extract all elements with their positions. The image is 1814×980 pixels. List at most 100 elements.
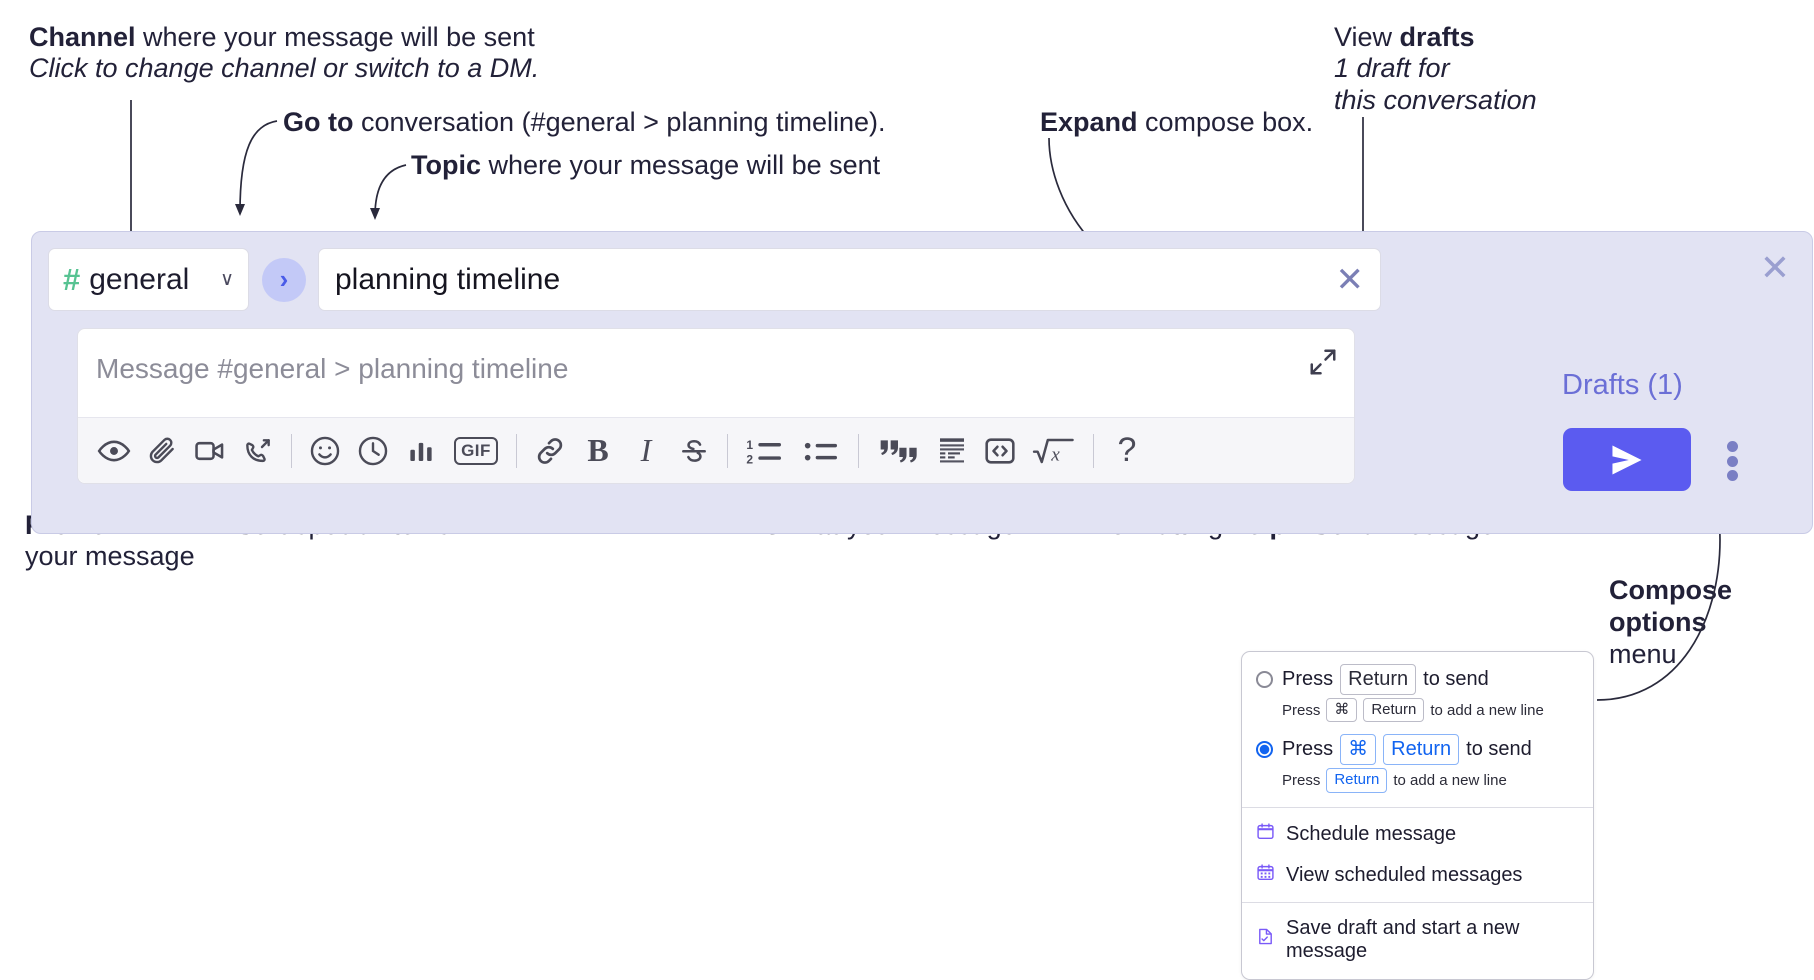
help-label: ? xyxy=(1117,431,1137,469)
annotation-channel-italic: Click to change channel or switch to a D… xyxy=(29,53,540,84)
annotation-compose-options: Compose options menu xyxy=(1609,575,1732,671)
message-composer: ✕ # general ∨ › planning timeline ✕ Mess… xyxy=(31,231,1813,534)
keycap-return: Return xyxy=(1340,664,1417,695)
radio-unselected-icon[interactable] xyxy=(1256,671,1273,688)
italic-icon[interactable]: I xyxy=(622,427,670,475)
option-return-label: Press Return to send xyxy=(1282,664,1489,695)
annotation-drafts-bold: drafts xyxy=(1399,22,1475,52)
keycap-return: Return xyxy=(1383,734,1460,766)
hash-icon: # xyxy=(63,262,81,297)
toolbar-separator xyxy=(1093,433,1094,468)
toolbar-separator xyxy=(858,433,859,468)
video-icon[interactable] xyxy=(186,427,234,475)
kebab-dot xyxy=(1726,470,1738,481)
code-block-icon[interactable] xyxy=(928,427,976,475)
annotation-channel-bold: Channel xyxy=(29,22,136,52)
annotation-expand: Expand compose box. xyxy=(1040,107,1313,138)
option-cmd-return-sub: Press Return to add a new line xyxy=(1282,768,1579,793)
topic-input[interactable]: planning timeline ✕ xyxy=(318,248,1381,311)
toolbar-separator xyxy=(291,433,292,468)
toolbar-separator xyxy=(516,433,517,468)
expand-compose-icon[interactable] xyxy=(1308,347,1338,377)
annotation-expand-bold: Expand xyxy=(1040,107,1138,137)
ordered-list-icon[interactable]: 1 2 xyxy=(737,427,793,475)
close-icon[interactable]: ✕ xyxy=(1335,260,1365,299)
math-icon[interactable]: x xyxy=(1024,427,1084,475)
goto-conversation-button[interactable]: › xyxy=(262,257,306,302)
strikethrough-icon[interactable] xyxy=(670,427,718,475)
composer-header-row: # general ∨ › planning timeline ✕ xyxy=(48,248,1812,311)
option2-press: Press xyxy=(1282,738,1334,761)
close-composer-button[interactable]: ✕ xyxy=(1759,247,1790,288)
annotation-goto: Go to conversation (#general > planning … xyxy=(283,107,886,138)
gif-label: GIF xyxy=(454,436,498,465)
draft-group: Save draft and start a new message xyxy=(1242,903,1593,979)
annotated-screenshot: Channel where your message will be sent … xyxy=(25,22,1813,980)
preview-icon[interactable] xyxy=(90,427,138,475)
kebab-dot xyxy=(1726,441,1738,452)
send-key-options: Press Return to send Press ⌘ Return to a… xyxy=(1242,652,1593,807)
option-cmd-return-to-send[interactable]: Press ⌘ Return to send xyxy=(1256,734,1579,766)
save-draft-icon xyxy=(1256,927,1275,952)
kebab-dot xyxy=(1726,455,1738,467)
calendar-icon xyxy=(1256,822,1275,847)
annotation-compose-rest: menu xyxy=(1609,638,1677,669)
keycap-return: Return xyxy=(1326,768,1388,793)
compose-options-button[interactable] xyxy=(1726,441,1738,481)
menu-item-schedule-message[interactable]: Schedule message xyxy=(1242,814,1593,855)
svg-text:x: x xyxy=(1050,444,1060,465)
annotation-goto-rest: conversation (#general > planning timeli… xyxy=(353,107,886,137)
option1-sub-tail: to add a new line xyxy=(1430,701,1544,719)
schedule-group: Schedule message View scheduled messages xyxy=(1242,808,1593,902)
blockquote-icon[interactable] xyxy=(868,427,928,475)
help-icon[interactable]: ? xyxy=(1103,427,1151,475)
poll-icon[interactable] xyxy=(397,427,445,475)
toolbar-separator xyxy=(727,433,728,468)
keycap-command: ⌘ xyxy=(1326,698,1358,723)
link-icon[interactable] xyxy=(526,427,574,475)
channel-name-label: general xyxy=(89,262,190,296)
menu-item-save-draft[interactable]: Save draft and start a new message xyxy=(1242,909,1593,971)
annotation-preview-rest: your message xyxy=(25,541,195,572)
audio-call-icon[interactable] xyxy=(234,427,282,475)
drafts-link[interactable]: Drafts (1) xyxy=(1562,369,1683,401)
annotation-channel-rest: where your message will be sent xyxy=(135,22,535,52)
gif-icon[interactable]: GIF xyxy=(445,427,507,475)
annotation-drafts-italic1: 1 draft for xyxy=(1334,53,1450,84)
menu-divider xyxy=(1242,806,1593,808)
calendar-grid-icon xyxy=(1256,863,1275,888)
menu-item-view-scheduled[interactable]: View scheduled messages xyxy=(1242,855,1593,896)
option-return-to-send[interactable]: Press Return to send xyxy=(1256,664,1579,695)
emoji-icon[interactable] xyxy=(301,427,349,475)
radio-selected-icon[interactable] xyxy=(1256,741,1273,759)
menu-item-label: Schedule message xyxy=(1286,822,1457,845)
option-return-sub: Press ⌘ Return to add a new line xyxy=(1282,698,1579,723)
chevron-right-icon: › xyxy=(279,264,289,294)
bold-label: B xyxy=(587,432,609,468)
annotation-goto-bold: Go to xyxy=(283,107,354,137)
annotation-compose-bold2: options xyxy=(1609,606,1707,637)
annotation-channel: Channel where your message will be sent … xyxy=(29,22,539,85)
compose-options-menu: Press Return to send Press ⌘ Return to a… xyxy=(1241,651,1594,980)
option1-tail: to send xyxy=(1423,668,1489,690)
bulleted-list-icon[interactable] xyxy=(793,427,849,475)
option1-press: Press xyxy=(1282,668,1334,690)
clock-icon[interactable] xyxy=(349,427,397,475)
menu-divider xyxy=(1242,901,1593,903)
message-input-box[interactable]: Message #general > planning timeline xyxy=(77,328,1355,484)
annotation-topic: Topic where your message will be sent xyxy=(411,150,880,181)
option2-tail: to send xyxy=(1466,738,1532,761)
bold-icon[interactable]: B xyxy=(574,427,622,475)
option-cmd-return-label: Press ⌘ Return to send xyxy=(1282,734,1532,766)
annotation-drafts-plain: View xyxy=(1334,22,1400,52)
annotation-topic-rest: where your message will be sent xyxy=(481,150,881,180)
italic-label: I xyxy=(640,432,652,468)
inline-code-icon[interactable] xyxy=(976,427,1024,475)
channel-selector[interactable]: # general ∨ xyxy=(48,248,249,311)
annotation-drafts-italic2: this conversation xyxy=(1334,84,1537,115)
attachment-icon[interactable] xyxy=(138,427,186,475)
send-message-button[interactable] xyxy=(1563,428,1691,491)
formatting-toolbar: GIF B I xyxy=(78,417,1354,483)
annotation-drafts: View drafts 1 draft for this conversatio… xyxy=(1334,22,1537,116)
annotation-topic-bold: Topic xyxy=(411,150,481,180)
